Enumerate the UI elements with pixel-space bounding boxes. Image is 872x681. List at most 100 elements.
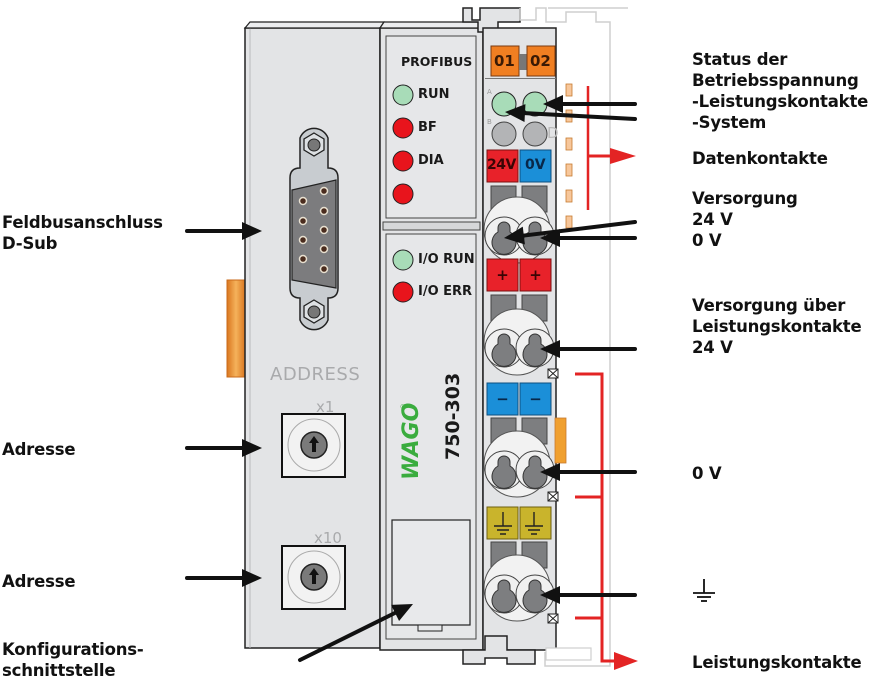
label-supply-line2: 24 V bbox=[692, 210, 733, 229]
tag-minus bbox=[519, 382, 552, 416]
led-io-err bbox=[392, 281, 414, 303]
led-dia-label: DIA bbox=[418, 153, 444, 168]
tag-plus bbox=[486, 258, 519, 292]
dsub-connector[interactable] bbox=[289, 127, 339, 331]
label-supply: Versorgung 24 V 0 V bbox=[692, 188, 798, 251]
callout-arrows bbox=[185, 95, 637, 662]
tag-01: 01 bbox=[494, 52, 515, 70]
label-address-x1-line1: Adresse bbox=[2, 440, 76, 459]
led-run-label: RUN bbox=[418, 87, 450, 102]
label-power-contacts: Leistungskontakte bbox=[692, 652, 862, 673]
label-status-line4: -System bbox=[692, 113, 767, 132]
ground-icon bbox=[693, 579, 715, 602]
tag-plus-label: + bbox=[496, 266, 509, 284]
arrowhead-icon bbox=[540, 229, 560, 247]
arrowhead-icon bbox=[540, 340, 560, 358]
arrowhead-icon bbox=[242, 222, 262, 240]
tag-24v-label: 24V bbox=[487, 157, 516, 173]
label-supply-power-line1: Versorgung über bbox=[692, 296, 846, 315]
label-status-line3: -Leistungskontakte bbox=[692, 92, 869, 111]
tag-minus-label: − bbox=[529, 390, 542, 408]
spring-clamp bbox=[491, 579, 517, 613]
status-letter-a: A bbox=[487, 88, 492, 96]
arrowhead-icon bbox=[543, 95, 563, 113]
power-contacts-bus bbox=[575, 372, 638, 670]
wago-logo: WAGO ® bbox=[399, 403, 424, 480]
slot-marks bbox=[547, 368, 559, 624]
spring-clamp bbox=[522, 455, 548, 489]
led-dia bbox=[392, 150, 414, 172]
svg-text:®: ® bbox=[400, 403, 408, 410]
label-supply-power-line3: 24 V bbox=[692, 338, 733, 357]
data-contacts-bus bbox=[586, 86, 636, 210]
label-supply-power-contacts: Versorgung über Leistungskontakte 24 V bbox=[692, 295, 862, 358]
led-run bbox=[392, 84, 414, 106]
status-leds bbox=[491, 91, 548, 147]
led-io-err-label: I/O ERR bbox=[418, 284, 473, 299]
profibus-led-group bbox=[392, 84, 414, 205]
tag-minus-label: − bbox=[496, 390, 509, 408]
label-data-line1: Datenkontakte bbox=[692, 149, 828, 168]
address-switch-x1[interactable] bbox=[281, 413, 346, 478]
led-io-run-label: I/O RUN bbox=[418, 252, 475, 267]
tag-row-numbers bbox=[490, 45, 556, 77]
label-fieldbus-line1: Feldbusanschluss bbox=[2, 213, 163, 232]
spring-clamp bbox=[491, 455, 517, 489]
arrowhead-icon bbox=[505, 104, 526, 123]
label-address-x10-line1: Adresse bbox=[2, 572, 76, 591]
arrowhead-icon bbox=[242, 439, 262, 457]
label-config-interface: Konfigurations- schnittstelle bbox=[2, 639, 144, 681]
arrowhead-icon bbox=[540, 463, 560, 481]
label-fieldbus: Feldbusanschluss D-Sub bbox=[2, 212, 163, 254]
tag-24v bbox=[486, 149, 519, 183]
label-status: Status der Betriebsspannung -Leistungsko… bbox=[692, 49, 868, 133]
tag-plus bbox=[519, 258, 552, 292]
callout-line bbox=[521, 220, 637, 238]
label-data-contacts: Datenkontakte bbox=[692, 148, 828, 169]
led-bf-label: BF bbox=[418, 120, 437, 135]
address-x1-label: x1 bbox=[316, 398, 335, 416]
tag-plus-label: + bbox=[529, 266, 542, 284]
label-supply-line1: Versorgung bbox=[692, 189, 798, 208]
terminal-clamps[interactable]: + + − − bbox=[483, 185, 555, 622]
tag-02: 02 bbox=[530, 52, 551, 70]
status-letter-b: B bbox=[487, 118, 492, 126]
callout-line bbox=[522, 111, 637, 121]
ground-icon bbox=[525, 512, 543, 535]
arrowhead-icon bbox=[242, 569, 262, 587]
led-unlabeled bbox=[392, 183, 414, 205]
led-bf bbox=[392, 117, 414, 139]
callout-line bbox=[298, 610, 398, 662]
label-status-line1: Status der bbox=[692, 50, 788, 69]
coupler-housing-middle bbox=[378, 21, 489, 651]
label-power-contacts-line1: Leistungskontakte bbox=[692, 653, 862, 672]
spring-clamp bbox=[491, 221, 517, 255]
power-jumper-orange bbox=[554, 417, 567, 464]
label-supply-line3: 0 V bbox=[692, 231, 722, 250]
model-number: 750-303 bbox=[442, 372, 464, 460]
label-config-line2: schnittstelle bbox=[2, 661, 116, 680]
status-letter-d: D bbox=[547, 124, 559, 142]
arrowhead-icon bbox=[391, 604, 413, 621]
led-io-run bbox=[392, 249, 414, 271]
label-address-x1: Adresse bbox=[2, 439, 76, 460]
label-status-line2: Betriebsspannung bbox=[692, 71, 859, 90]
ground-icon bbox=[494, 512, 512, 535]
spring-clamp bbox=[522, 333, 548, 367]
tag-0v-label: 0V bbox=[525, 157, 546, 173]
label-address-x10: Adresse bbox=[2, 571, 76, 592]
arrowhead-icon bbox=[540, 586, 560, 604]
label-config-line1: Konfigurations- bbox=[2, 640, 144, 659]
label-zero-v-line1: 0 V bbox=[692, 464, 722, 483]
label-fieldbus-line2: D-Sub bbox=[2, 234, 58, 253]
arrowhead-icon bbox=[504, 226, 525, 245]
address-switch-x10[interactable] bbox=[281, 545, 346, 610]
spring-clamp bbox=[522, 579, 548, 613]
tag-minus bbox=[486, 382, 519, 416]
locking-latch[interactable] bbox=[226, 279, 246, 378]
label-zero-v: 0 V bbox=[692, 463, 722, 484]
tag-0v bbox=[519, 149, 552, 183]
address-x10-label: x10 bbox=[314, 529, 342, 547]
io-led-group bbox=[392, 249, 414, 303]
